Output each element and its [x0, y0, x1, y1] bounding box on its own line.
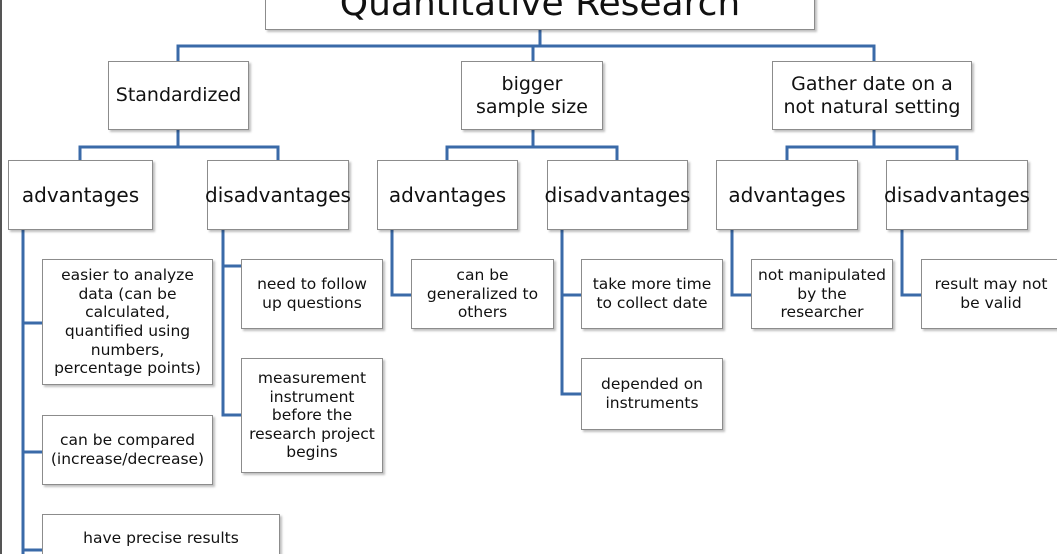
leaf-not-valid: result may not be valid: [921, 259, 1057, 329]
window-edge: [0, 0, 2, 554]
node-setting-disadvantages-label: disadvantages: [884, 183, 1030, 207]
leaf-more-time-text: take more time to collect date: [592, 275, 712, 312]
leaf-precise-results: have precise results: [42, 514, 280, 554]
node-standardized-advantages: advantages: [8, 160, 153, 230]
node-sample-disadvantages-label: disadvantages: [544, 183, 691, 207]
leaf-not-manipulated: not manipulated by the researcher: [751, 259, 893, 329]
leaf-follow-up-questions: need to follow up questions: [241, 259, 383, 329]
leaf-can-be-compared: can be compared (increase/decrease): [42, 415, 213, 485]
node-sample-advantages: advantages: [377, 160, 518, 230]
node-sample-disadvantages: disadvantages: [544, 160, 691, 230]
leaf-easier-to-analyze: easier to analyze data (can be calculate…: [42, 259, 213, 385]
node-standardized: Standardized: [108, 61, 249, 130]
node-bigger-sample-size-label: bigger sample size: [476, 72, 588, 118]
leaf-depended-on-instruments: depended on instruments: [581, 358, 723, 430]
node-setting-disadvantages: disadvantages: [884, 160, 1030, 230]
node-standardized-label: Standardized: [115, 84, 242, 107]
leaf-generalized-text: can be generalized to others: [426, 266, 539, 322]
leaf-not-valid-text: result may not be valid: [934, 275, 1048, 312]
node-sample-advantages-label: advantages: [388, 183, 507, 207]
leaf-measurement-instrument: measurement instrument before the resear…: [241, 358, 383, 473]
root-label: Quantitative Research: [339, 0, 741, 24]
node-not-natural-setting: Gather date on a not natural setting: [772, 61, 972, 130]
node-bigger-sample-size: bigger sample size: [461, 61, 603, 130]
leaf-measurement-instrument-text: measurement instrument before the resear…: [249, 369, 375, 462]
node-setting-advantages: advantages: [716, 160, 858, 230]
node-standardized-disadvantages-label: disadvantages: [205, 183, 351, 207]
node-setting-advantages-label: advantages: [728, 183, 846, 207]
node-standardized-advantages-label: advantages: [21, 183, 140, 207]
leaf-follow-up-questions-text: need to follow up questions: [257, 275, 367, 312]
leaf-generalized: can be generalized to others: [411, 259, 554, 329]
leaf-precise-results-text: have precise results: [83, 529, 239, 547]
node-not-natural-setting-label: Gather date on a not natural setting: [783, 72, 961, 118]
leaf-can-be-compared-text: can be compared (increase/decrease): [50, 431, 205, 468]
root-node: Quantitative Research: [265, 0, 815, 30]
leaf-not-manipulated-text: not manipulated by the researcher: [758, 266, 886, 322]
leaf-easier-to-analyze-text: easier to analyze data (can be calculate…: [54, 266, 201, 378]
leaf-more-time: take more time to collect date: [581, 259, 723, 329]
node-standardized-disadvantages: disadvantages: [205, 160, 351, 230]
leaf-depended-on-instruments-text: depended on instruments: [600, 375, 704, 412]
